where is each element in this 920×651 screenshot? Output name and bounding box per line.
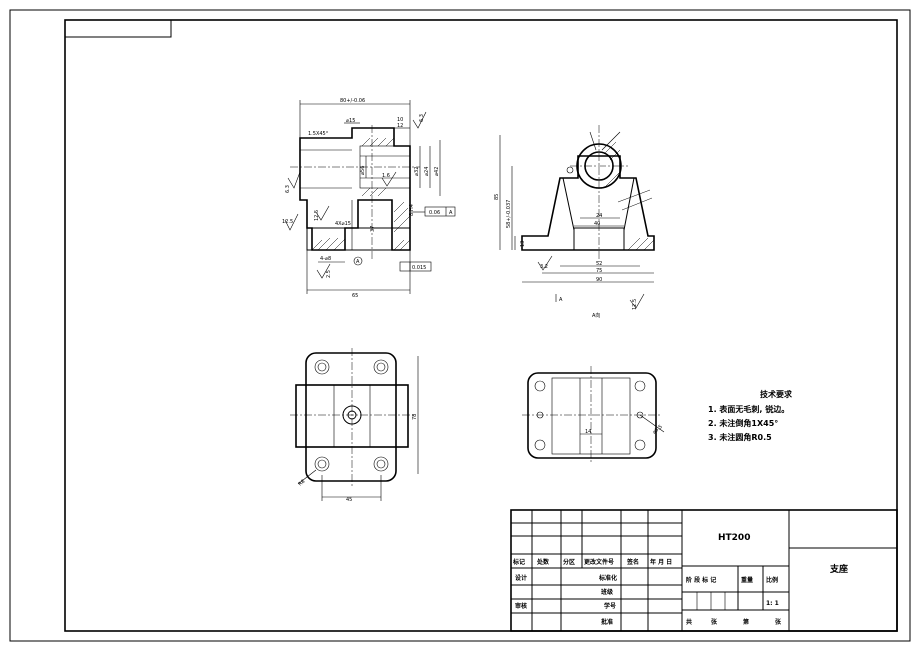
dim-width-top: 80+/-0.06 <box>340 98 365 104</box>
dim-chamfer: 1.5X45° <box>308 131 329 137</box>
tol-006: 0.06 <box>429 210 440 216</box>
material-text: HT200 <box>718 533 750 543</box>
tb-total: 共 <box>686 618 692 626</box>
dim-bore4: ⌀42 <box>434 167 440 176</box>
inner-frame <box>64 19 898 632</box>
dim-h8: 8-H4 <box>409 204 415 216</box>
notes-item-2: 2. 未注倒角1X45° <box>708 418 778 428</box>
rough-125-mid: 12.5 <box>314 210 320 221</box>
dim-w24: 24 <box>596 213 602 219</box>
tb-label-mark: 标记 <box>512 558 525 566</box>
dim-w40: 40 <box>594 221 600 227</box>
dim-w90: 90 <box>596 277 602 283</box>
section-view-label: A向 <box>592 312 600 319</box>
dim-d10: 10 <box>397 117 403 123</box>
tol-datum-a: A <box>449 210 453 216</box>
tb-scale-value: 1: 1 <box>766 600 779 607</box>
tb-standard: 标准化 <box>598 574 617 582</box>
rough-125-side: 12.5 <box>632 299 638 310</box>
rough-16: 1.6 <box>382 173 390 179</box>
notes-title: 技术要求 <box>760 389 793 399</box>
tb-no: 第 <box>742 618 749 626</box>
tol-0015: 0.015 <box>412 265 426 271</box>
tb-ratio: 比例 <box>766 576 778 584</box>
dim-bore1: ⌀56 <box>360 166 366 175</box>
dim-holes: 4X⌀15 <box>335 221 351 227</box>
tb-stage-mark: 阶 段 标 记 <box>686 576 716 584</box>
dim-h13: 13 <box>520 241 526 247</box>
outer-border <box>9 9 911 642</box>
rough-63-left: 6.3 <box>285 185 291 193</box>
dim-w52: 52 <box>596 261 602 267</box>
code-box <box>64 19 172 38</box>
dim-w14: 14 <box>585 429 591 435</box>
tb-weight: 重量 <box>741 576 753 584</box>
dim-base-holes: 4-⌀8 <box>320 256 331 262</box>
tb-class: 班级 <box>601 588 613 596</box>
rough-63-top: 6.3 <box>419 114 425 122</box>
dim-bore2: ⌀24 <box>424 167 430 176</box>
tb-label-zone: 分区 <box>563 558 575 566</box>
notes-item-1: 1. 表面无毛刺, 锐边。 <box>708 404 789 414</box>
tb-sheets: 张 <box>711 618 718 626</box>
side-view <box>499 125 655 309</box>
front-section-view <box>284 100 456 294</box>
tb-sheet-end: 张 <box>775 618 782 626</box>
dim-h37: 37 <box>370 226 376 232</box>
dim-h85: 85 <box>494 194 500 200</box>
dim-d15: ⌀15 <box>346 118 355 124</box>
dim-bore3: ⌀32 <box>414 167 420 176</box>
tb-label-sign: 签名 <box>626 558 639 566</box>
dim-w75: 75 <box>596 268 602 274</box>
dim-h78: 78 <box>412 414 418 420</box>
tb-design: 设计 <box>515 574 527 582</box>
rough-25: 2.5 <box>326 270 332 278</box>
tb-label-count: 处数 <box>536 558 550 566</box>
tb-label-change-doc: 更改文件号 <box>584 558 614 566</box>
dim-len65: 65 <box>352 293 358 299</box>
view-arrow-a: A <box>559 297 563 303</box>
notes-item-3: 3. 未注圆角R0.5 <box>708 432 772 442</box>
dim-r08: R8 <box>297 479 306 488</box>
datum-a-circle: A <box>356 259 360 265</box>
top-view <box>290 348 419 501</box>
dim-h58: 58+/-0.037 <box>506 200 512 228</box>
rough-32: 3.2 <box>540 264 548 270</box>
bottom-view <box>522 366 665 464</box>
rough-125-left: 12.5 <box>282 219 293 225</box>
title-block <box>510 509 898 632</box>
part-name-text: 支座 <box>829 563 848 575</box>
dim-w45: 45 <box>346 497 352 503</box>
tb-approve: 批准 <box>601 618 613 626</box>
dim-d12: 12 <box>397 123 403 129</box>
tb-student-id: 学号 <box>604 602 616 610</box>
tb-review: 审核 <box>515 602 527 610</box>
dim-d65: ⌀6.5 <box>651 424 663 436</box>
tb-label-date: 年 月 日 <box>650 558 672 566</box>
